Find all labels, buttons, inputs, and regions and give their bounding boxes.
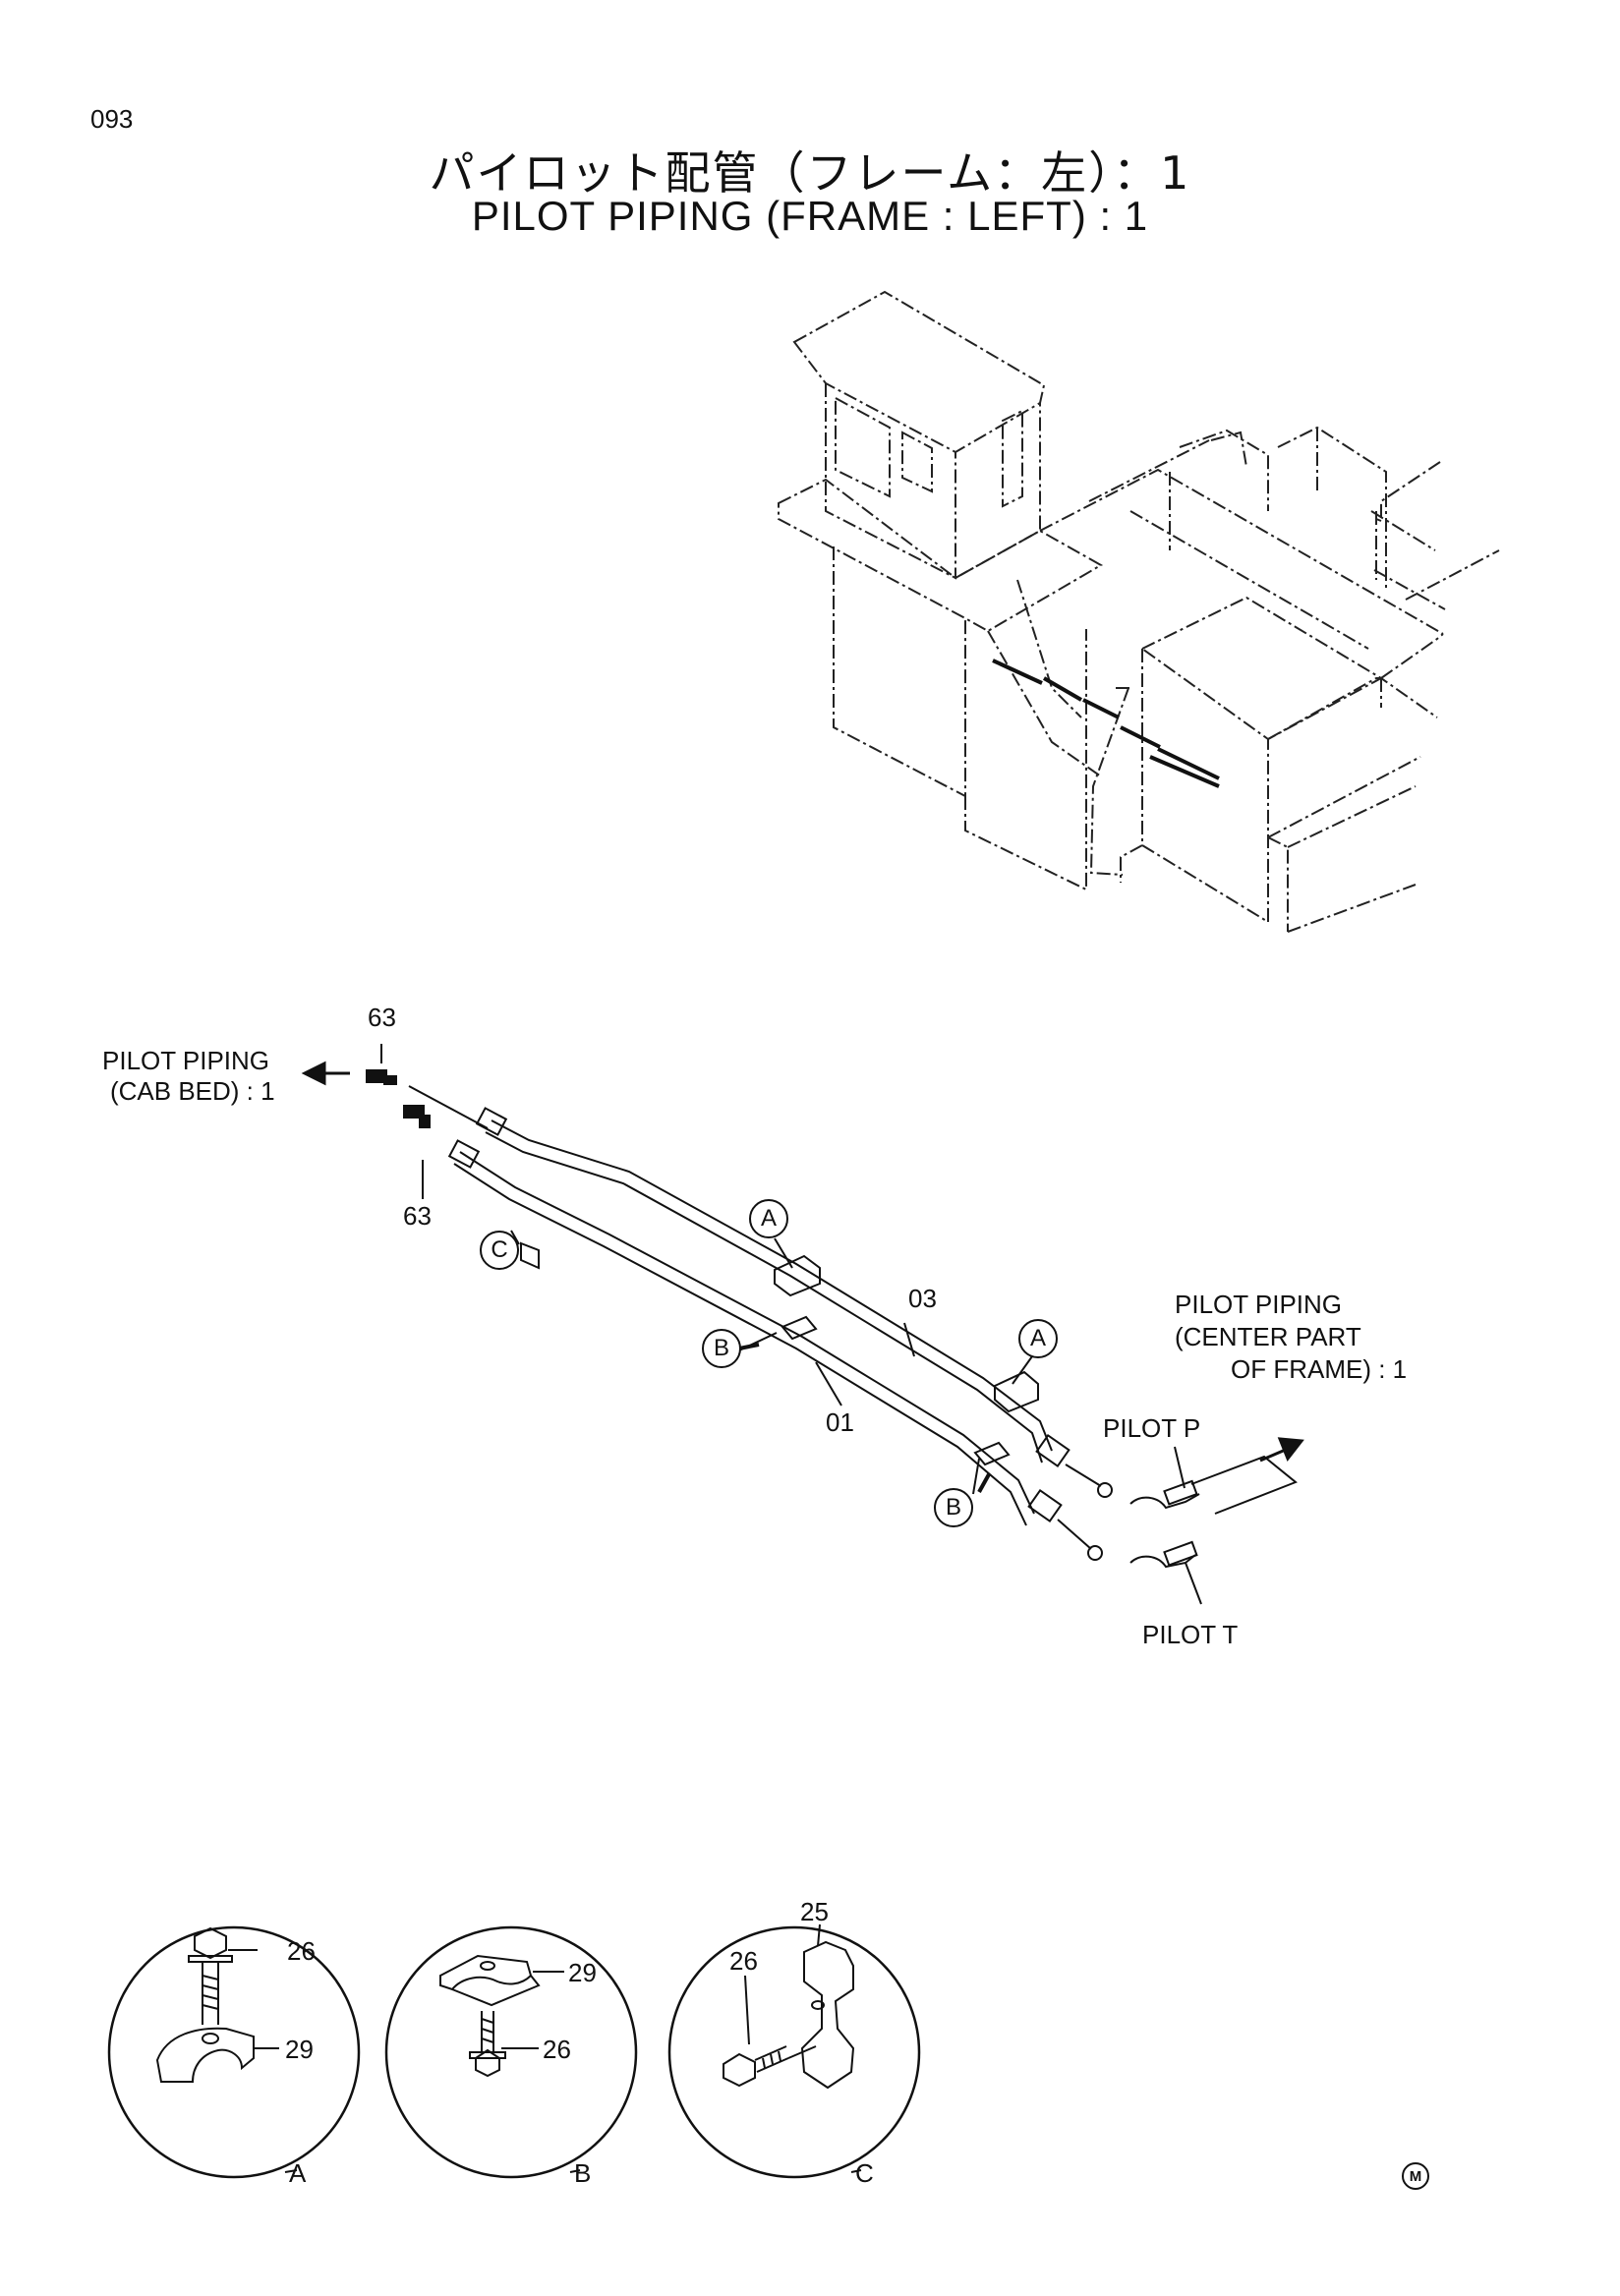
detail-b-part-26: 26 xyxy=(543,2035,571,2064)
m-mark-icon: M xyxy=(1402,2162,1429,2190)
title-english: PILOT PIPING (FRAME : LEFT) : 1 xyxy=(471,193,1149,239)
detail-label-a: A xyxy=(289,2158,307,2188)
label-pilot-piping-center: PILOT PIPING xyxy=(1175,1290,1343,1319)
detail-c-part-26: 26 xyxy=(729,1946,758,1976)
callout-b-1: B xyxy=(702,1329,741,1368)
label-pilot-t: PILOT T xyxy=(1142,1620,1239,1649)
label-pilot-piping-cab-bed: PILOT PIPING xyxy=(102,1046,270,1075)
part-number-03: 03 xyxy=(908,1284,937,1313)
detail-circle-b xyxy=(384,1925,638,2179)
detail-circle-a xyxy=(107,1925,361,2179)
part-number-63-top: 63 xyxy=(368,1003,396,1032)
title-japanese: パイロット配管（フレーム：左）：1 xyxy=(429,146,1191,200)
detail-a-part-26: 26 xyxy=(287,1936,316,1966)
detail-label-b: B xyxy=(574,2158,592,2188)
page-number: 093 xyxy=(90,104,134,134)
detail-a-part-29: 29 xyxy=(285,2035,314,2064)
part-number-63-bottom: 63 xyxy=(403,1201,432,1231)
part-number-01: 01 xyxy=(826,1407,854,1437)
label-center-part: (CENTER PART xyxy=(1175,1322,1361,1351)
detail-b-part-29: 29 xyxy=(568,1958,597,1987)
detail-c-part-25: 25 xyxy=(800,1897,829,1926)
callout-c-1: C xyxy=(480,1231,519,1270)
callout-b-2: B xyxy=(934,1488,973,1527)
detail-label-c: C xyxy=(855,2158,874,2188)
label-of-frame: OF FRAME) : 1 xyxy=(1231,1354,1408,1384)
callout-a-1: A xyxy=(749,1199,788,1238)
detail-circle-c xyxy=(667,1925,921,2179)
label-pilot-p: PILOT P xyxy=(1103,1413,1201,1443)
label-cab-bed: (CAB BED) : 1 xyxy=(110,1076,275,1106)
callout-a-2: A xyxy=(1018,1319,1058,1358)
